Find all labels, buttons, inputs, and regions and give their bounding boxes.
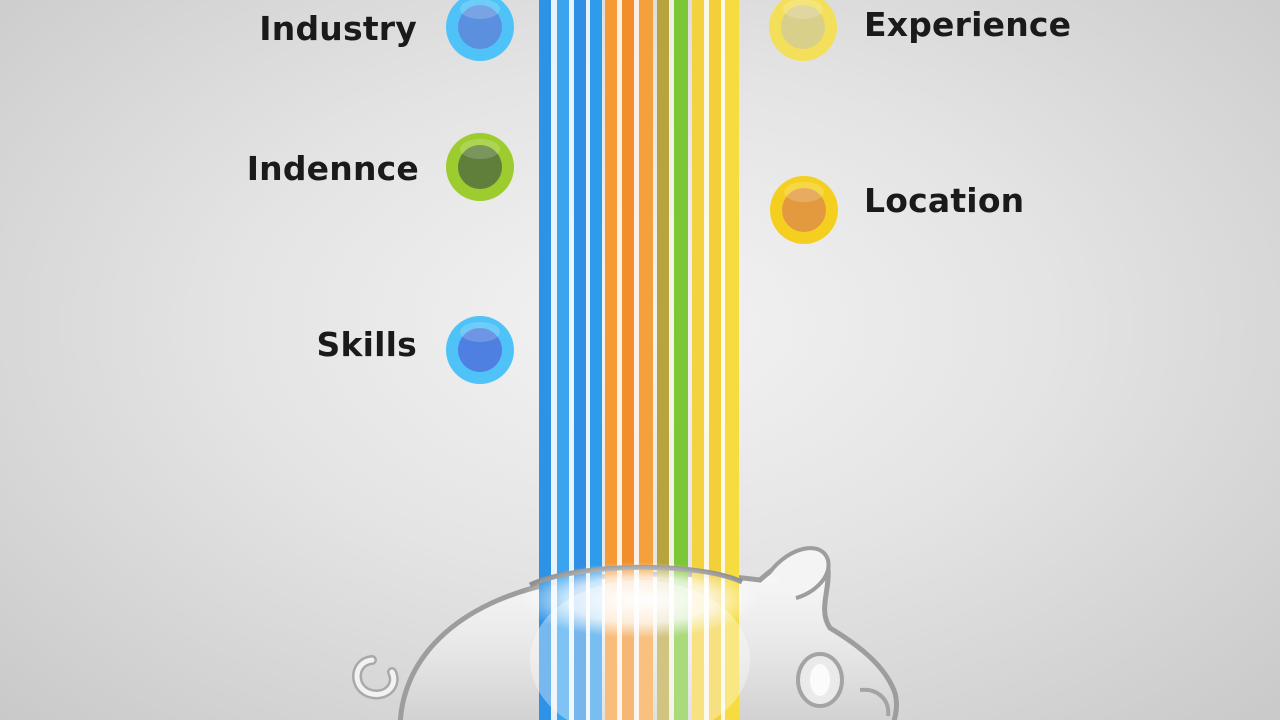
location-dot-icon [770, 176, 838, 244]
label-independence: Indennce [246, 149, 419, 188]
independence-dot-icon [446, 133, 514, 201]
label-skills: Skills [316, 325, 417, 364]
label-industry: Industry [259, 9, 417, 48]
label-location: Location [864, 181, 1025, 220]
skills-dot-icon [446, 316, 514, 384]
experience-dot-icon [769, 0, 837, 61]
industry-dot-icon [446, 0, 514, 61]
rainbow-stripes [539, 0, 739, 720]
label-experience: Experience [864, 5, 1072, 44]
